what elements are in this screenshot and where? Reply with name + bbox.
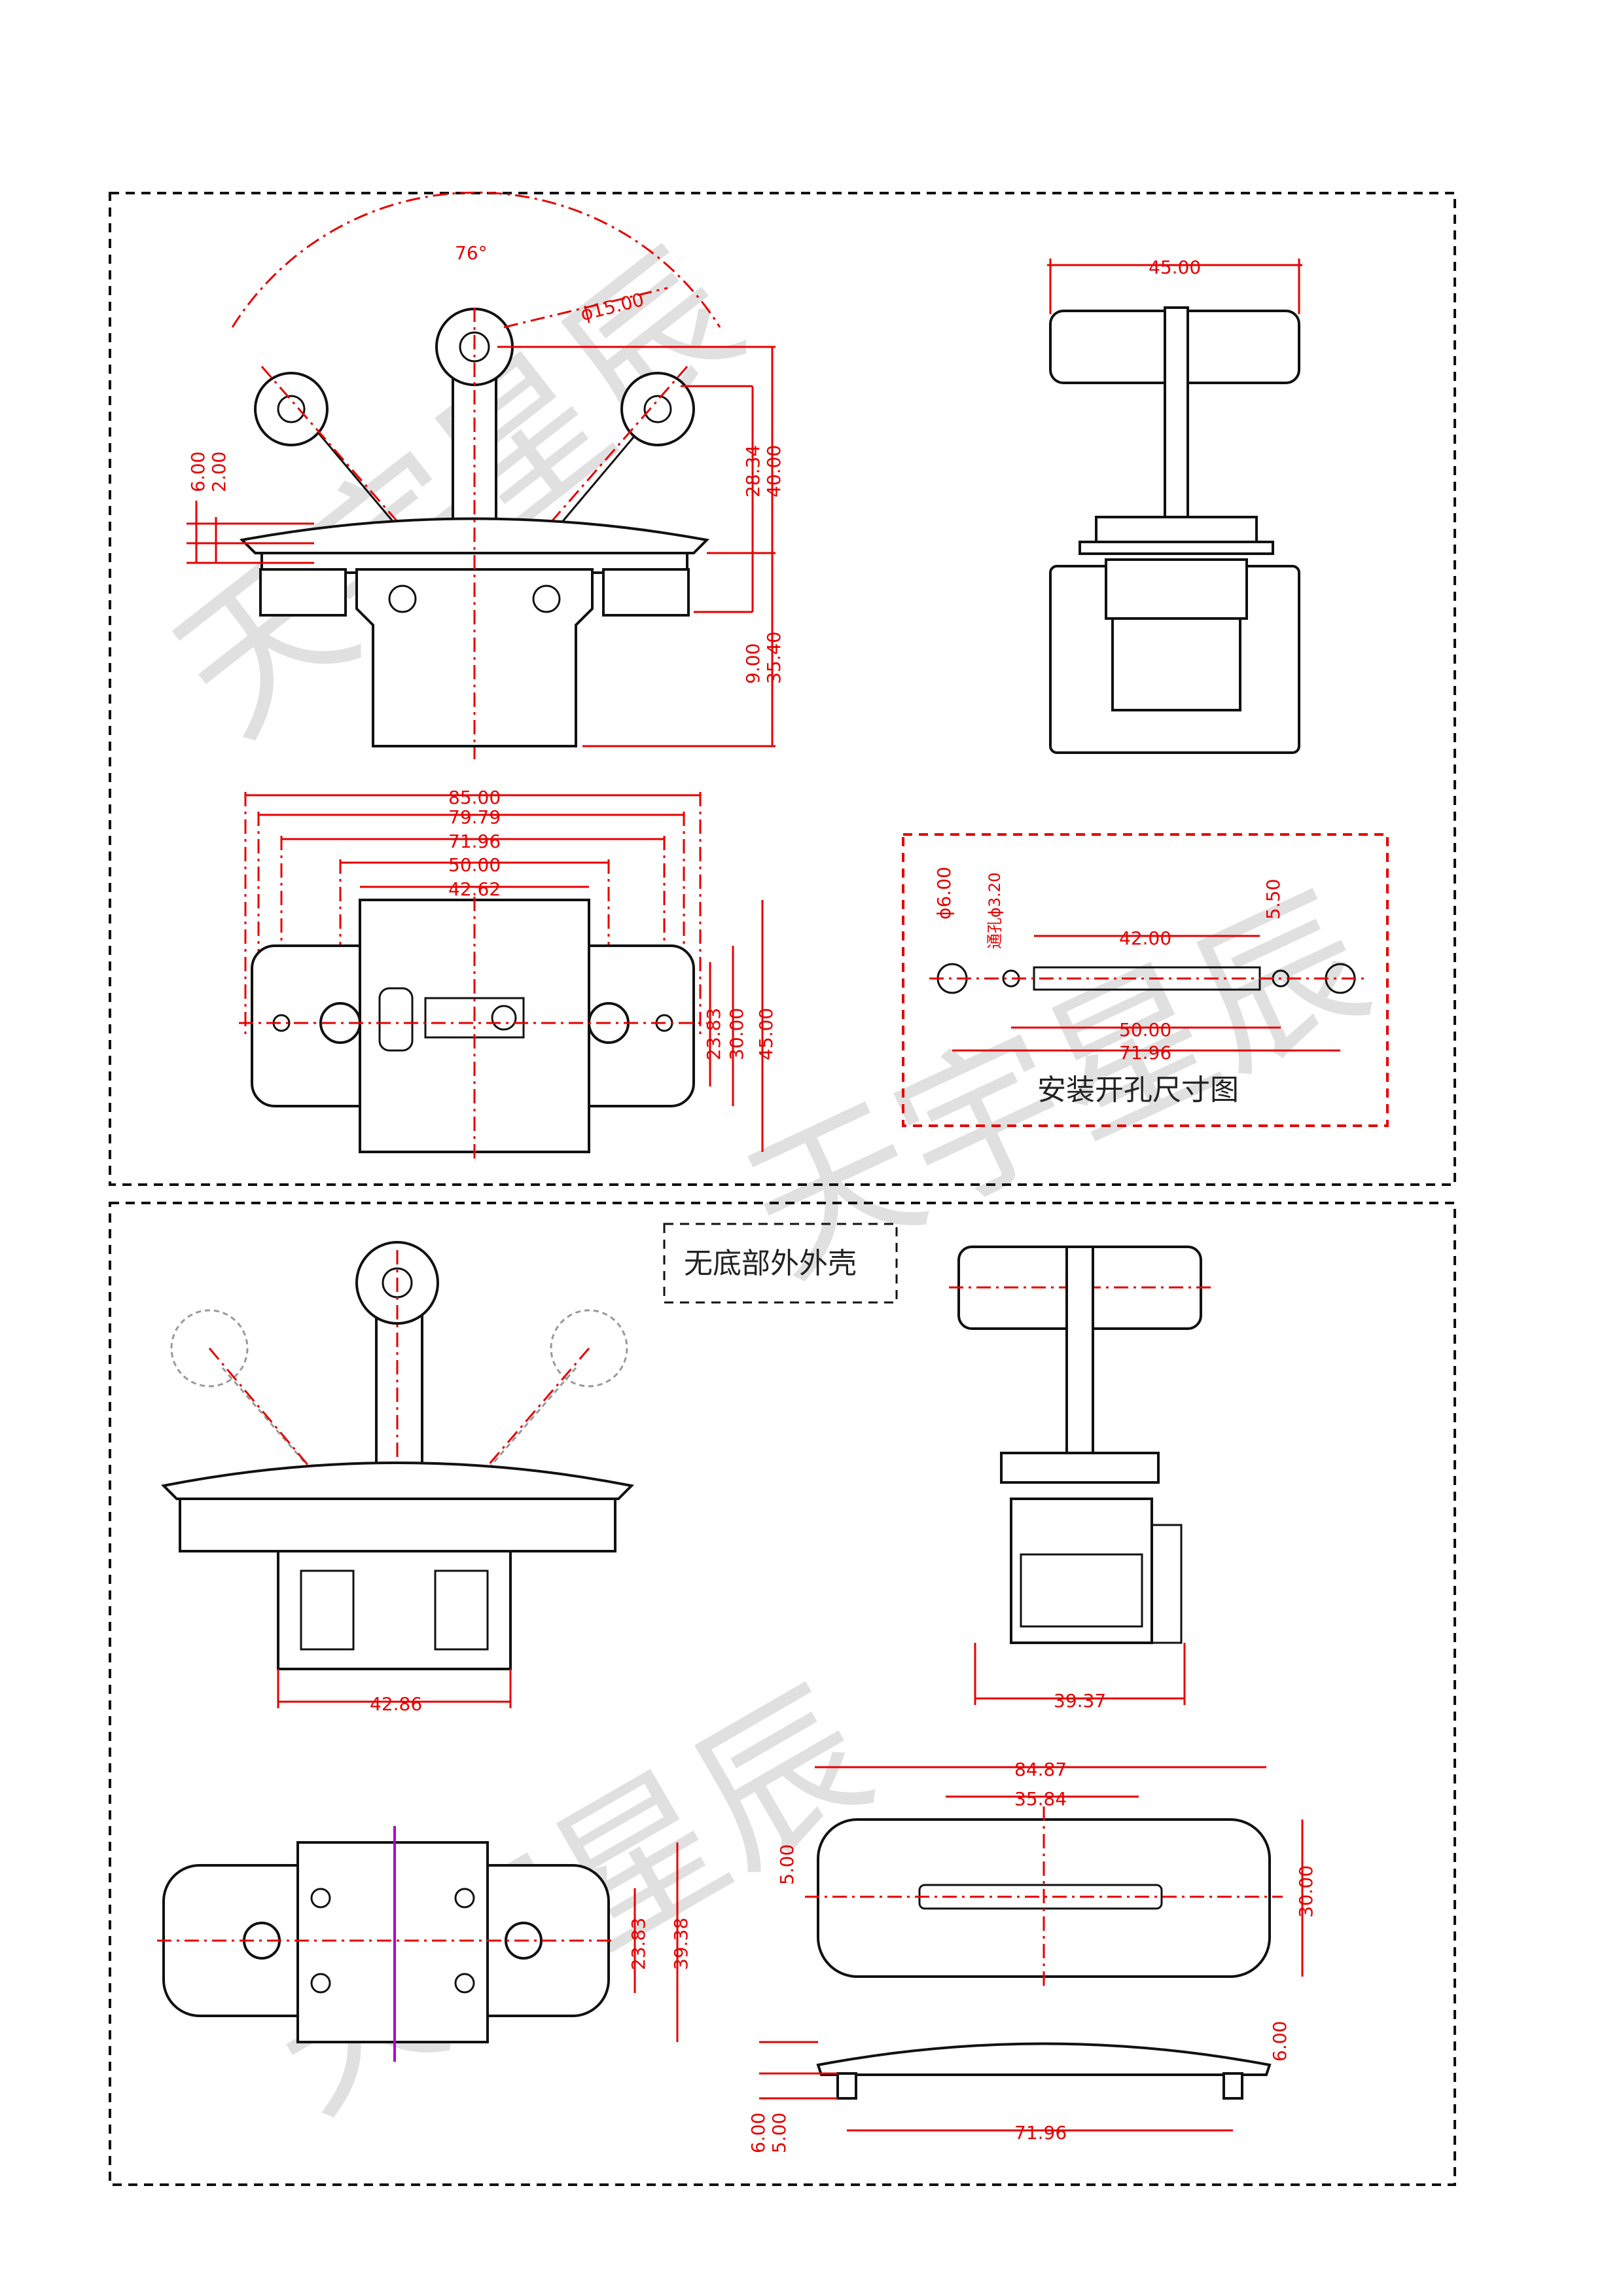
upper-frame <box>109 192 1456 1186</box>
plate-view: 84.87 35.84 30.00 5.00 <box>776 1759 1317 1990</box>
side-bracket <box>1105 558 1248 620</box>
mount-thru-hole: 通孔ϕ3.20 <box>986 872 1004 949</box>
lower-side-mech <box>1020 1553 1143 1628</box>
profile-foot-right <box>1222 2072 1243 2100</box>
knob-right-inner <box>643 395 672 423</box>
w-85-label: 85.00 <box>448 787 501 808</box>
lb-screw-3 <box>454 1888 475 1909</box>
dim-35-40: 35.40 <box>763 632 785 684</box>
slot-len: 42.00 <box>1119 927 1171 949</box>
lb-screw-1 <box>310 1888 331 1909</box>
profile-dim-6b-label: 6.00 <box>747 2113 769 2153</box>
lower-front-width: 42.86 <box>370 1693 422 1715</box>
dim-2: 2.00 <box>208 452 230 492</box>
mount-hole-drawing: ϕ6.00 通孔ϕ3.20 42.00 5.50 50.00 71.96 安装开… <box>902 833 1389 1127</box>
lower-side-cap <box>1000 1452 1160 1484</box>
w-79-label: 79.79 <box>448 806 501 828</box>
connector <box>378 987 414 1052</box>
side-flange <box>1079 541 1274 555</box>
profile-dim-6a-label: 6.00 <box>1269 2021 1291 2062</box>
lower-side-body <box>1010 1498 1153 1644</box>
side-shaft <box>1164 306 1189 531</box>
mount-frame <box>902 833 1389 1127</box>
lower-side-shaft <box>1065 1246 1094 1458</box>
dim-28-34: 28.34 <box>742 445 764 497</box>
ghost-knob-left <box>170 1309 249 1388</box>
mount-hole-dia: ϕ6.00 <box>933 867 955 920</box>
plate-dim-84-label: 84.87 <box>1014 1759 1067 1780</box>
lower-axis-l <box>208 1348 399 1571</box>
h-45-label: 45.00 <box>755 1008 777 1060</box>
lower-axis-r <box>396 1348 590 1571</box>
lower-cover <box>160 1462 635 1500</box>
slot-height: 5.50 <box>1262 879 1284 920</box>
span-50: 50.00 <box>1119 1019 1171 1041</box>
knob-left-inner <box>277 395 306 423</box>
screw-right <box>532 584 561 613</box>
knob-center-inner <box>459 331 490 363</box>
label-box <box>663 1223 898 1304</box>
side-ear-right <box>602 568 690 617</box>
w-71-label: 71.96 <box>448 831 501 852</box>
plate-dim-35-label: 35.84 <box>1014 1788 1067 1810</box>
profile-dim-5-label: 5.00 <box>768 2113 790 2153</box>
side-width-label: 45.00 <box>1149 257 1201 278</box>
dim-40: 40.00 <box>763 445 785 497</box>
lower-front-view: 无底部外外壳 42.86 <box>160 1223 898 1715</box>
lower-switch-left <box>300 1570 355 1651</box>
ghost-knob-right <box>550 1309 628 1388</box>
bottom-view: 85.00 79.79 71.96 50.00 42.62 23.83 30.0… <box>239 787 777 1158</box>
h-30-label: 30.00 <box>726 1008 747 1060</box>
lower-label: 无底部外外壳 <box>684 1247 857 1280</box>
angle-arc <box>231 191 721 328</box>
profile-foot-left <box>836 2072 857 2100</box>
lower-bottom-view: 23.83 39.38 <box>157 1826 692 2062</box>
mount-caption: 安装开孔尺寸图 <box>1037 1073 1239 1107</box>
plate-dim-5-label: 5.00 <box>776 1844 798 1885</box>
lb-dim-23-label: 23.83 <box>628 1918 649 1970</box>
side-inner <box>1111 617 1241 711</box>
h-23-label: 23.83 <box>703 1008 724 1060</box>
lower-side-width: 39.37 <box>1054 1690 1106 1712</box>
w-42-label: 42.62 <box>448 878 501 900</box>
screw-left <box>388 584 417 613</box>
dim-6: 6.00 <box>187 452 209 492</box>
knob-right <box>620 372 695 446</box>
side-ear-left <box>259 568 347 617</box>
lower-body <box>277 1550 512 1670</box>
lower-side-terminal <box>1150 1524 1183 1644</box>
lb-screw-4 <box>454 1973 475 1994</box>
knob-left <box>254 372 329 446</box>
lb-body <box>296 1841 489 2043</box>
angle-label: 76° <box>455 242 488 264</box>
w-50-label: 50.00 <box>448 854 501 876</box>
profile-view: 71.96 6.00 6.00 5.00 <box>747 2021 1291 2153</box>
plate-dim-30-label: 30.00 <box>1295 1865 1317 1918</box>
lower-switch-right <box>434 1570 489 1651</box>
base-slot-pin <box>491 1005 517 1031</box>
knob-dim-line <box>503 287 668 329</box>
lb-dim-39-label: 39.38 <box>670 1918 692 1970</box>
profile-dim-71-label: 71.96 <box>1014 2122 1067 2144</box>
side-cap <box>1095 516 1258 545</box>
lower-flange <box>179 1498 616 1552</box>
dim-9: 9.00 <box>742 643 764 684</box>
profile-plate <box>816 2042 1272 2076</box>
span-71: 71.96 <box>1119 1042 1171 1064</box>
lb-screw-2 <box>310 1973 331 1994</box>
side-view: 45.00 <box>1047 257 1302 754</box>
lower-frame <box>109 1202 1456 2186</box>
lower-side-view: 39.37 <box>949 1246 1211 1712</box>
